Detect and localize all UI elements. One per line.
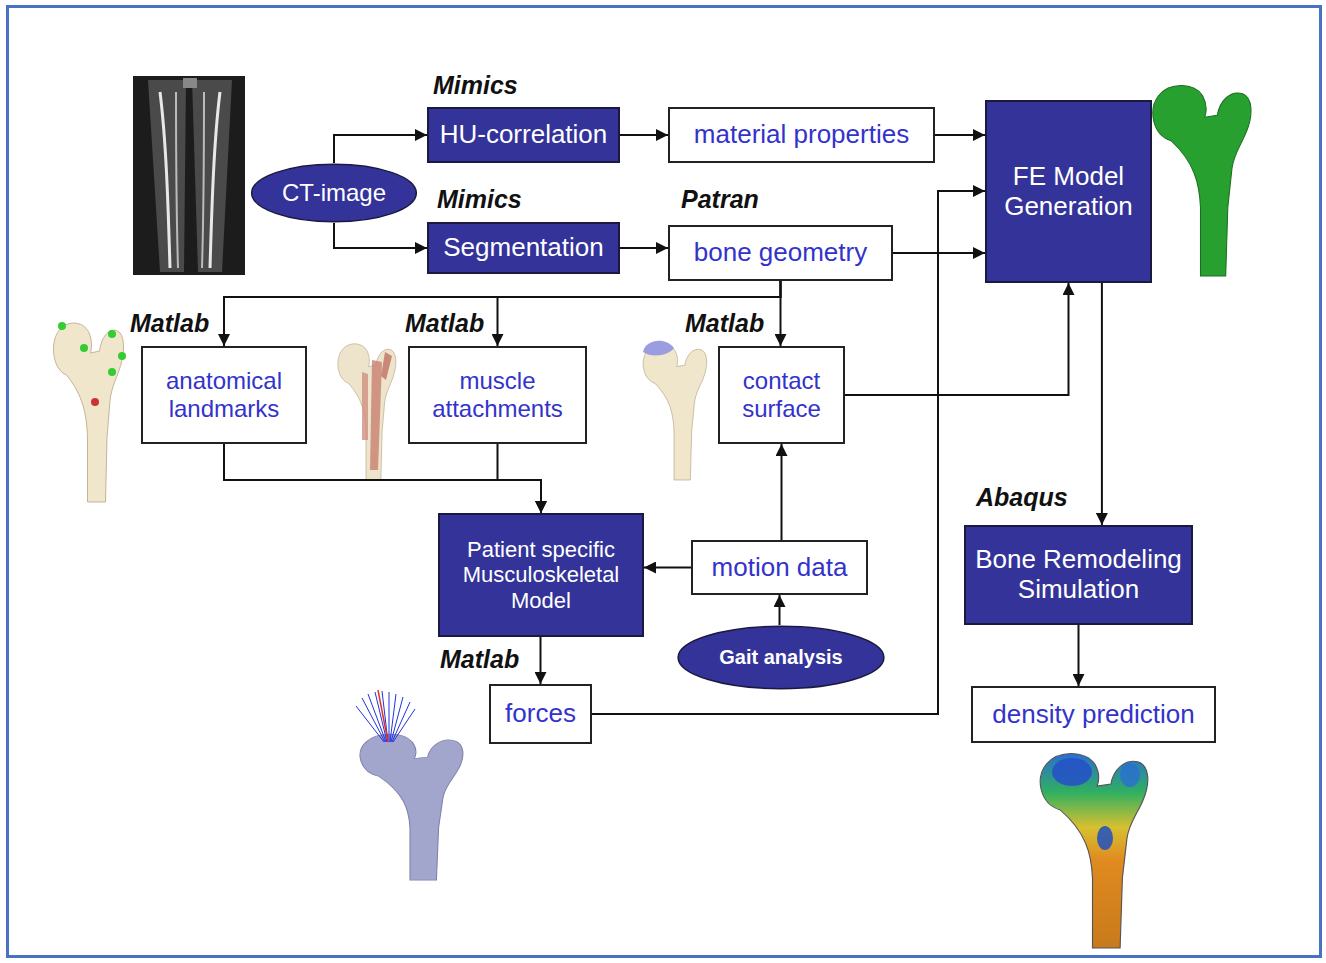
data-box: bone geometry [668,225,893,281]
software-label: Patran [681,186,759,214]
flow-arrow [334,223,427,248]
process-box: Patient specific Musculoskeletal Model [438,513,644,637]
ct-bone [176,92,178,268]
node-text: density prediction [992,700,1194,730]
flow-arrow [935,134,985,136]
muscle-attachment [370,360,382,470]
contact-femur [643,341,707,480]
node-text: anatomical landmarks [143,367,305,422]
flow-arrow [781,444,783,540]
forces-femur [356,690,463,880]
data-box: anatomical landmarks [141,346,307,444]
flow-arrow [620,247,668,249]
density-femur [1040,754,1147,949]
landmarks-femur [53,322,126,502]
landmark-dot [108,368,116,376]
ct-bone [202,92,204,268]
flow-arrow [1101,283,1103,525]
data-box: muscle attachments [408,346,587,444]
femur-bone [1040,754,1147,949]
density-region [1052,758,1092,786]
data-box: density prediction [971,686,1216,743]
node-text: contact surface [720,367,843,422]
muscle-attachment [362,372,368,440]
ct-leg [148,80,186,272]
ct-scan-image [133,76,245,275]
ellipse-shape [678,626,884,688]
density-region [1120,763,1140,787]
landmark-dot [58,322,66,330]
data-box: material properties [668,107,935,163]
flow-arrow [224,281,781,346]
ct-bone [160,92,170,268]
process-box: HU-correlation [427,107,620,163]
input-ellipse: Gait analysis [676,625,886,690]
flow-arrow [644,567,691,569]
node-text: CT-image [282,179,386,207]
landmark-dot [80,344,88,352]
data-box: forces [489,684,592,744]
flow-arrow [592,191,985,714]
contact-patch [643,341,674,356]
node-text: motion data [712,553,848,583]
femur-bone [53,323,123,502]
flow-arrow [780,281,782,346]
flow-arrow [779,595,781,625]
femur-bone [338,344,396,480]
software-label: Matlab [440,646,519,674]
femur-bone [643,344,707,480]
software-label: Matlab [685,310,764,338]
flow-arrow [1078,625,1080,686]
force-vector [378,690,388,742]
node-text: Gait analysis [719,646,842,669]
ellipse-shape [252,164,417,222]
flow-arrow [334,135,427,163]
ct-pelvis [183,78,197,88]
fe-femur-model [1153,85,1251,276]
flow-arrow [224,444,541,513]
ct-leg [192,80,232,272]
ct-bone [210,92,220,268]
node-text: bone geometry [694,238,867,268]
input-ellipse: CT-image [250,163,418,223]
node-text: FE Model Generation [987,162,1150,222]
flow-arrow [620,134,668,136]
density-region [1097,826,1113,850]
software-label: Matlab [130,310,209,338]
node-text: Segmentation [443,233,603,263]
flow-arrow [540,637,542,684]
node-text: HU-correlation [440,120,608,150]
software-label: Matlab [405,310,484,338]
landmark-dot [118,352,126,360]
flow-arrow [498,281,781,346]
data-box: contact surface [718,346,845,444]
node-text: material properties [694,120,909,150]
node-text: muscle attachments [410,367,585,422]
muscle-attachment [381,352,392,380]
node-text: Patient specific Musculoskeletal Model [440,537,642,613]
force-vectors [356,691,415,742]
landmark-dot [108,330,116,338]
ct-background [133,76,245,275]
muscle-femur [338,344,396,480]
software-label: Mimics [437,186,522,214]
process-box: Bone Remodeling Simulation [964,525,1193,625]
software-label: Mimics [433,72,518,100]
femur-bone [360,734,463,880]
process-box: FE Model Generation [985,100,1152,283]
data-box: motion data [691,540,868,595]
process-box: Segmentation [427,222,620,274]
node-text: forces [505,699,576,729]
flow-arrow [845,283,1069,395]
software-label: Abaqus [976,484,1068,512]
flow-arrow [498,444,542,513]
landmark-dot [91,398,99,406]
node-text: Bone Remodeling Simulation [966,545,1191,605]
